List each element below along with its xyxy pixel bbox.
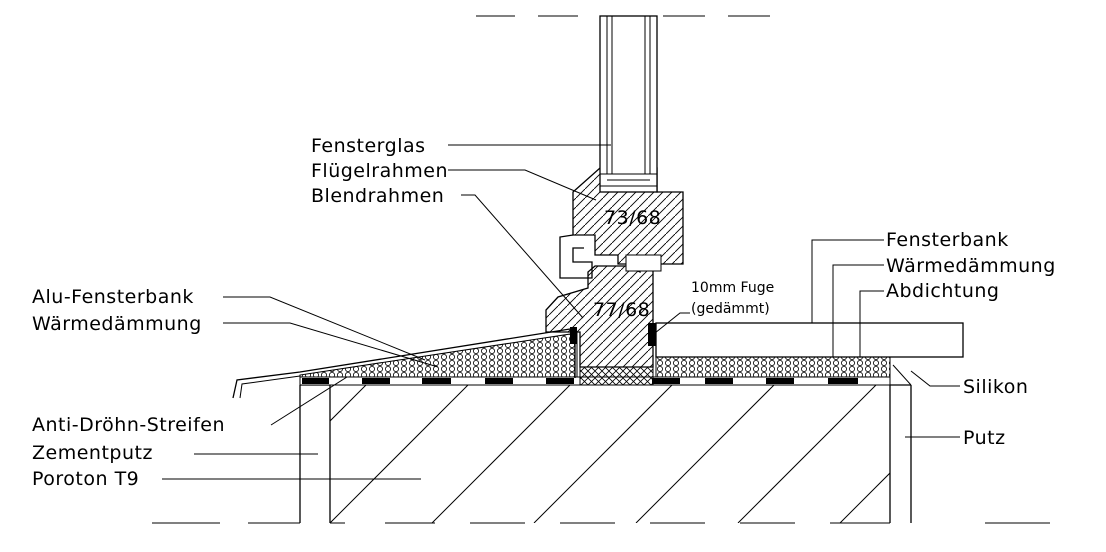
poroton-wall [329,385,891,523]
label-waermedaemmung-right: Wärmedämmung [886,255,1056,277]
sealing-strip-left [570,327,577,344]
label-abdichtung: Abdichtung [886,280,999,302]
label-putz: Putz [963,427,1006,449]
label-fluegelrahmen: Flügelrahmen [311,160,448,182]
dimension-frame: 77/68 [593,299,650,321]
label-poroton: Poroton T9 [32,468,139,490]
label-waermedaemmung-left: Wärmedämmung [32,313,202,335]
label-fensterbank: Fensterbank [886,229,1009,251]
insulation-interior [655,356,891,378]
label-alu-fensterbank: Alu-Fensterbank [32,286,194,308]
label-anti-droehn-streifen: Anti-Dröhn-Streifen [32,414,225,436]
label-fuge-line2: (gedämmt) [691,301,770,317]
label-zementputz: Zementputz [32,442,153,464]
insulation-exterior [299,332,578,378]
label-blendrahmen: Blendrahmen [311,185,444,207]
dimension-sash: 73/68 [604,207,661,229]
window-glass [599,15,658,193]
label-fensterglas: Fensterglas [311,135,426,157]
insulated-joint [579,366,654,386]
leader-lines [162,144,960,480]
interior-plaster [890,364,912,523]
label-silikon: Silikon [963,376,1028,398]
interior-window-board [655,322,964,358]
label-fuge-line1: 10mm Fuge [691,280,774,296]
